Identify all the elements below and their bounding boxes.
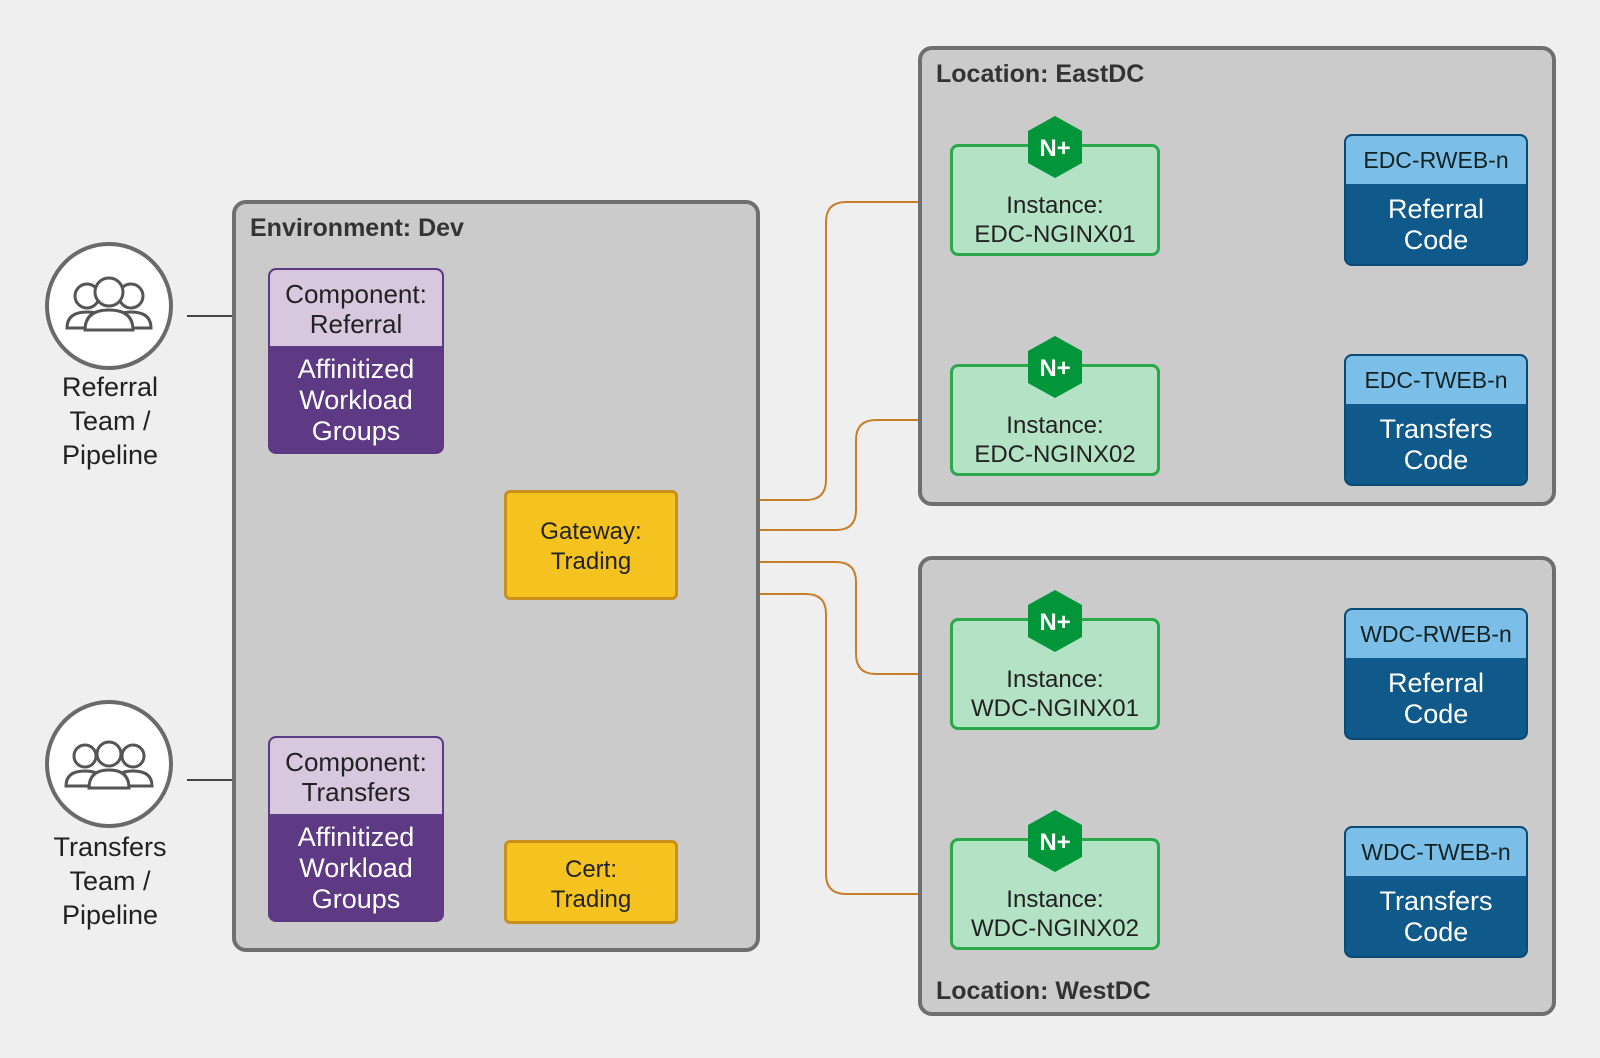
component-transfers[interactable]: Component: Transfers Affinitized Workloa… — [268, 736, 444, 922]
gateway-to-wdc-nginx01-arrow — [694, 561, 938, 674]
cert-trading[interactable]: Cert: Trading — [504, 840, 678, 924]
team-icon — [65, 276, 153, 332]
code-wdc-rweb-body: Referral Code — [1387, 668, 1485, 729]
instance-wdc-nginx01-label: Instance: WDC-NGINX01 — [970, 666, 1139, 722]
nginx-plus-icon: N+ — [1025, 808, 1085, 874]
gateway-to-wdc-nginx02-arrow — [694, 593, 938, 894]
instance-wdc-nginx02-label: Instance: WDC-NGINX02 — [970, 886, 1139, 942]
code-wdc-tweb[interactable]: WDC-TWEB-n Transfers Code — [1344, 826, 1528, 958]
code-edc-rweb-body: Referral Code — [1387, 194, 1485, 255]
code-edc-rweb[interactable]: EDC-RWEB-n Referral Code — [1344, 134, 1528, 266]
team-icon — [64, 740, 154, 790]
svg-text:N+: N+ — [1039, 355, 1070, 382]
instance-edc-nginx01-label: Instance: EDC-NGINX01 — [974, 192, 1136, 248]
code-wdc-rweb-header: WDC-RWEB-n — [1346, 610, 1526, 658]
code-edc-tweb-body: Transfers Code — [1379, 414, 1493, 475]
gateway-to-edc-nginx01-arrow — [694, 202, 938, 501]
referral-team-label: Referral Team / Pipeline — [61, 372, 159, 470]
instance-edc-nginx02-label: Instance: EDC-NGINX02 — [974, 412, 1136, 468]
component-referral-body: Affinitized Workload Groups — [297, 354, 415, 446]
svg-text:N+: N+ — [1039, 609, 1070, 636]
svg-text:N+: N+ — [1039, 829, 1070, 856]
nginx-plus-icon: N+ — [1025, 114, 1085, 180]
eastdc-title: Location: EastDC — [936, 60, 1145, 88]
code-wdc-tweb-header: WDC-TWEB-n — [1346, 828, 1526, 876]
code-edc-tweb-header: EDC-TWEB-n — [1346, 356, 1526, 404]
transfers-team-label: Transfers Team / Pipeline — [53, 832, 167, 930]
svg-text:N+: N+ — [1039, 135, 1070, 162]
referral-team-avatar — [45, 242, 173, 370]
nginx-plus-icon: N+ — [1025, 334, 1085, 400]
environment-title: Environment: Dev — [250, 214, 464, 242]
instance-edc-nginx01[interactable]: Instance: EDC-NGINX01 — [950, 144, 1160, 256]
gateway-to-edc-nginx02-arrow — [694, 420, 938, 531]
gateway-trading[interactable]: Gateway: Trading — [504, 490, 678, 600]
component-referral-header: Component: Referral — [270, 270, 442, 346]
code-edc-tweb[interactable]: EDC-TWEB-n Transfers Code — [1344, 354, 1528, 486]
component-transfers-body: Affinitized Workload Groups — [297, 822, 415, 914]
westdc-title: Location: WestDC — [936, 977, 1151, 1005]
component-transfers-header: Component: Transfers — [270, 738, 442, 814]
code-edc-rweb-header: EDC-RWEB-n — [1346, 136, 1526, 184]
nginx-plus-icon: N+ — [1025, 588, 1085, 654]
component-referral[interactable]: Component: Referral Affinitized Workload… — [268, 268, 444, 454]
code-wdc-rweb[interactable]: WDC-RWEB-n Referral Code — [1344, 608, 1528, 740]
code-wdc-tweb-body: Transfers Code — [1379, 886, 1493, 947]
transfers-team-avatar — [45, 700, 173, 828]
